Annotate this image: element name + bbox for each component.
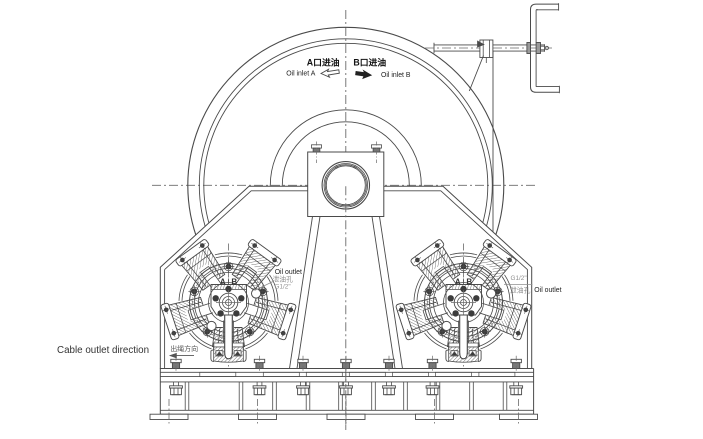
svg-text:G1/2": G1/2" [275,283,291,290]
svg-text:A: A [220,278,226,287]
svg-text:Oil outlet: Oil outlet [275,269,302,276]
svg-text:G1/2": G1/2" [511,275,527,282]
svg-text:出绳方向: 出绳方向 [170,344,198,353]
svg-text:B口进油: B口进油 [353,57,386,68]
svg-text:Cable outlet direction: Cable outlet direction [57,345,149,356]
svg-text:泄油孔: 泄油孔 [510,285,531,294]
svg-text:Oil inlet A: Oil inlet A [286,71,316,78]
svg-text:B: B [231,278,237,287]
svg-text:B: B [466,278,472,287]
svg-text:A: A [455,278,461,287]
svg-text:泄油孔: 泄油孔 [273,274,294,283]
svg-text:Oil inlet B: Oil inlet B [381,72,411,79]
svg-text:A口进油: A口进油 [307,57,340,68]
svg-text:Oil outlet: Oil outlet [534,287,561,294]
